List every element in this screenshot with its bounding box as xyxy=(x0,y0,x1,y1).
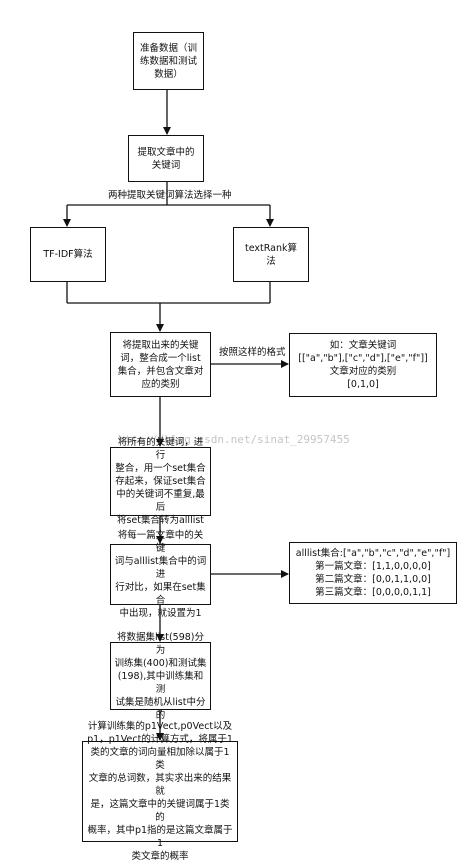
node-compute-vectors: 计算训练集的p1Vect,p0Vect以及 p1，p1Vect的计算方式，将属于… xyxy=(82,721,238,862)
node-extract-keywords: 提取文章中的 关键词 xyxy=(128,135,204,182)
node-compute-vectors-label: 计算训练集的p1Vect,p0Vect以及 p1，p1Vect的计算方式，将属于… xyxy=(87,721,233,862)
node-format-example-label: 如：文章关键词 [["a","b"],["c","d"],["e","f"]] … xyxy=(298,340,428,390)
node-split-dataset-label: 将数据集list(598)分为 训练集(400)和测试集 (198),其中训练集… xyxy=(114,631,207,721)
node-extract-keywords-label: 提取文章中的 关键词 xyxy=(137,146,195,171)
node-textrank: textRank算 法 xyxy=(233,227,309,282)
node-compare-alllist: 将每一篇文章中的关键 词与alllist集合中的词进 行对比，如果在set集合 … xyxy=(110,530,211,619)
node-tfidf-label: TF-IDF算法 xyxy=(43,249,93,260)
node-tfidf: TF-IDF算法 xyxy=(30,227,106,282)
node-prepare-data-label: 准备数据（训 练数据和测试 数据） xyxy=(139,42,197,80)
watermark: http://blog.csdn.net/sinat_29957455 xyxy=(118,433,350,446)
node-prepare-data: 准备数据（训 练数据和测试 数据） xyxy=(133,32,204,90)
node-compare-alllist-label: 将每一篇文章中的关键 词与alllist集合中的词进 行对比，如果在set集合 … xyxy=(114,530,207,619)
label-choose-one: 两种提取关键词算法选择一种 xyxy=(108,190,232,201)
node-alllist-example: alllist集合:["a","b","c","d","e","f"] 第一篇文… xyxy=(289,542,457,604)
node-combine-list-label: 将提取出来的关键 词，整合成一个list 集合，并包含文章对 应的类别 xyxy=(117,339,204,390)
node-alllist-example-label: alllist集合:["a","b","c","d","e","f"] 第一篇文… xyxy=(295,548,451,598)
node-set-merge-label: 将所有的关键词，进行 整合，用一个set集合 存起来，保证set集合 中的关键词… xyxy=(115,437,206,526)
node-set-merge: 将所有的关键词，进行 整合，用一个set集合 存起来，保证set集合 中的关键词… xyxy=(110,437,211,526)
node-format-example: 如：文章关键词 [["a","b"],["c","d"],["e","f"]] … xyxy=(289,333,437,397)
node-combine-list: 将提取出来的关键 词，整合成一个list 集合，并包含文章对 应的类别 xyxy=(110,332,211,397)
label-format-note: 按照这样的格式 xyxy=(219,347,286,358)
node-textrank-label: textRank算 法 xyxy=(245,242,297,267)
node-split-dataset: 将数据集list(598)分为 训练集(400)和测试集 (198),其中训练集… xyxy=(110,632,211,721)
